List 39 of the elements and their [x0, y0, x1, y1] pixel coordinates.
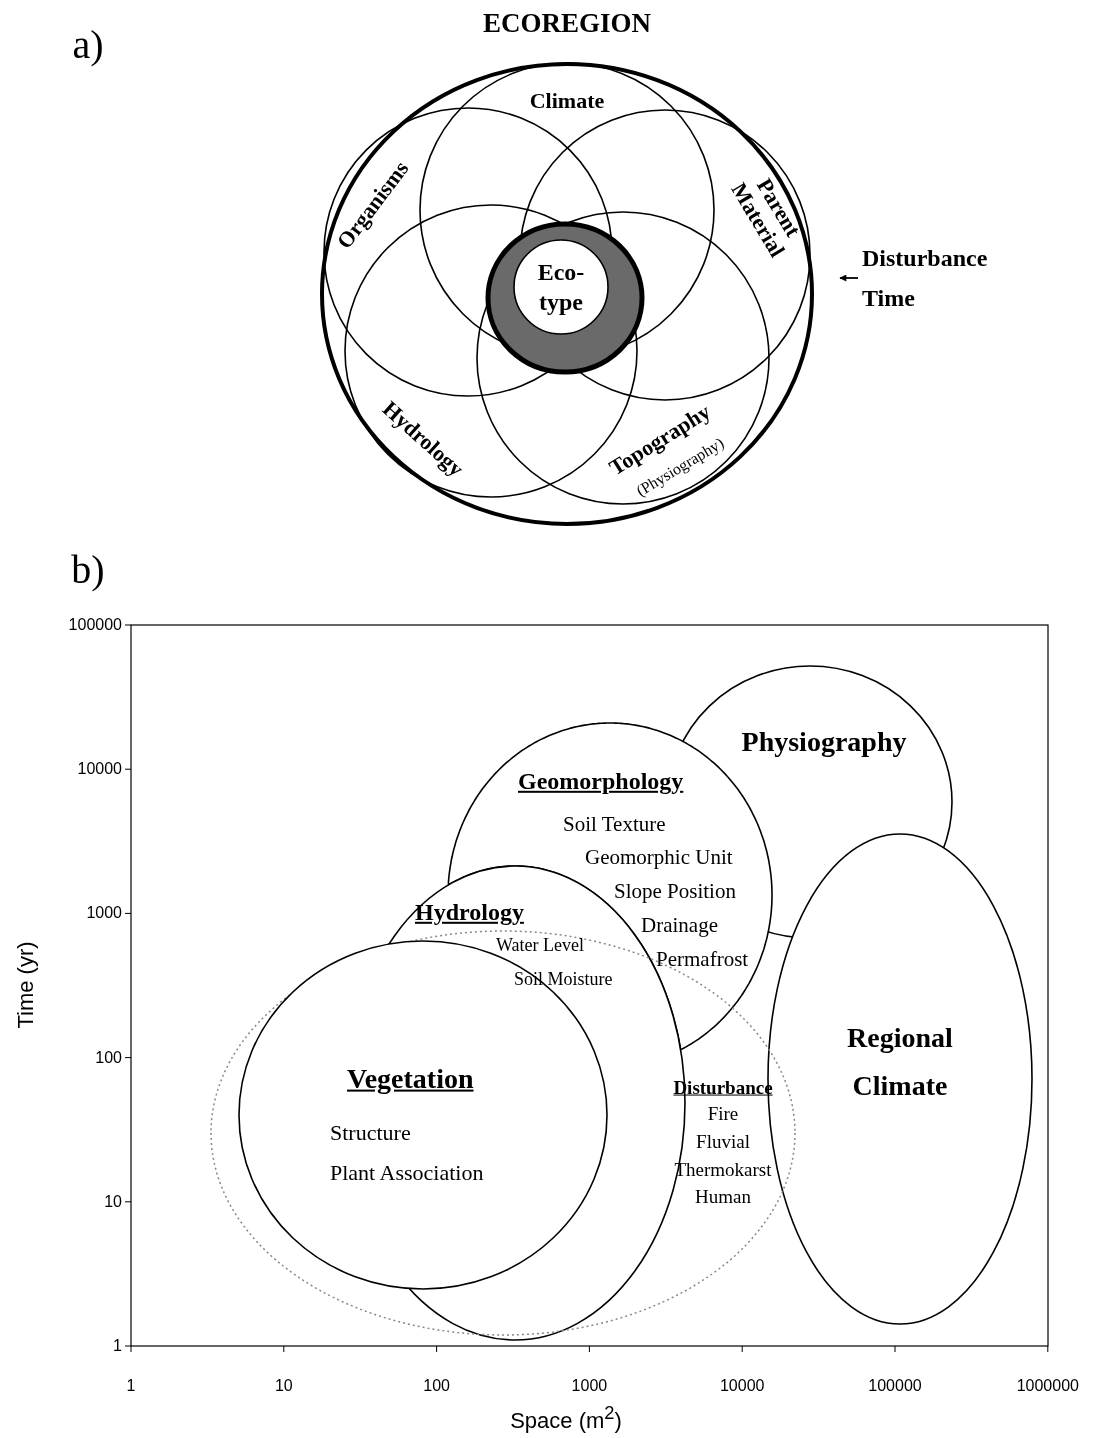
tick-label: 10000 [77, 761, 122, 778]
node-sublabel: Human [695, 1186, 751, 1208]
tick-label: 100 [95, 1049, 122, 1066]
tick-label: 100000 [68, 617, 122, 633]
tick-label: 1000000 [1016, 1378, 1079, 1394]
tick-label: 1000 [571, 1378, 608, 1394]
node-label: Vegetation [347, 1063, 474, 1095]
node-sublabel: Fluvial [696, 1131, 750, 1153]
tick-label: 1 [113, 1338, 122, 1354]
node-sublabel: Time [862, 284, 915, 312]
tick-label: 10 [104, 1193, 122, 1210]
node-label: ECOREGION [483, 9, 651, 39]
node-sublabel: Geomorphic Unit [585, 846, 733, 870]
node-sublabel: Fire [707, 1103, 739, 1125]
node-sublabel: Permafrost [656, 948, 749, 972]
axis-title: Space (m$^{2}$) [510, 1404, 622, 1432]
panel-label: b) [71, 550, 105, 590]
node-sublabel: Soil Texture [563, 813, 666, 837]
node-sublabel: Plant Association [330, 1160, 484, 1186]
panel-label: a) [72, 25, 104, 65]
tick-label: 10000 [719, 1378, 765, 1394]
node-label: Geomorphology [518, 767, 684, 795]
axis-title: Time (yr) [15, 941, 37, 1029]
node-label: Physiography [741, 726, 907, 758]
node-label: Eco-type [536, 258, 586, 317]
node-sublabel: Slope Position [614, 880, 736, 904]
node-sublabel: Water Level [496, 936, 584, 956]
node-sublabel: Structure [330, 1120, 411, 1146]
node-label: Climate [529, 88, 605, 114]
tick-label: 10 [274, 1378, 293, 1394]
tick-label: 1 [126, 1378, 136, 1394]
tick-label: 100 [423, 1378, 450, 1394]
node-label: Disturbance [862, 244, 988, 272]
arrow [839, 274, 859, 282]
node-label: Hydrology [415, 898, 524, 926]
tick-label: 100000 [868, 1378, 922, 1394]
node-sublabel: Drainage [641, 914, 718, 938]
node-label: Regional Climate [846, 1021, 954, 1103]
tick-label: 1000 [86, 905, 122, 922]
